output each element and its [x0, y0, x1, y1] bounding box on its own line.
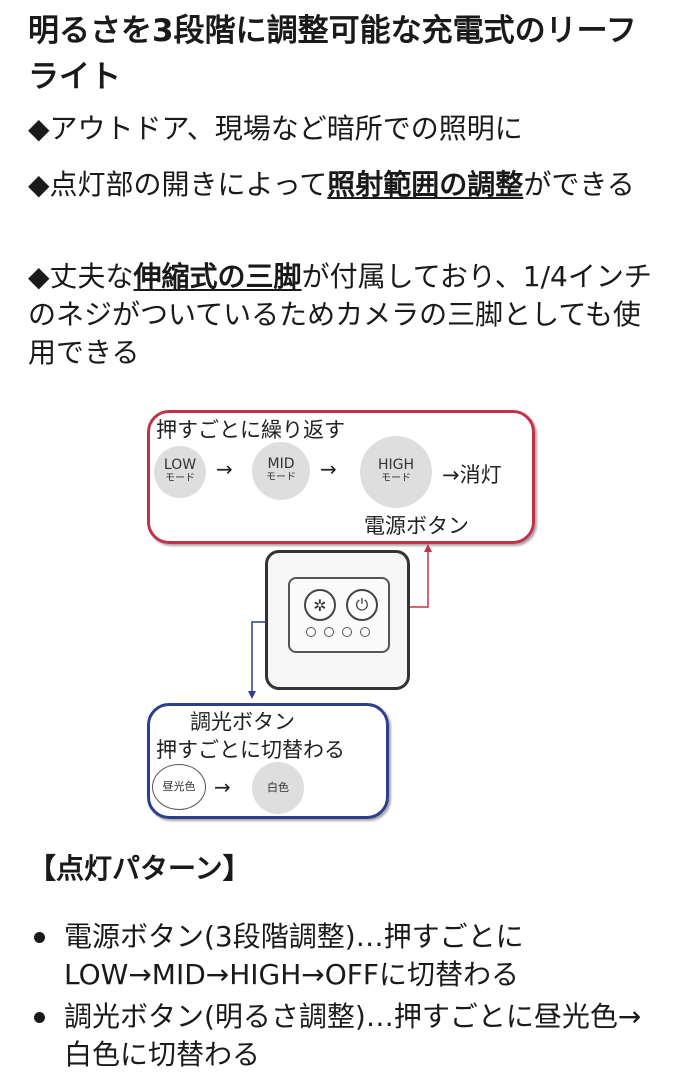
power-button-label: 電源ボタン: [364, 514, 469, 538]
feature-text: ◆アウトドア、現場など暗所での照明に: [28, 112, 523, 145]
dimmer-button-label: 調光ボタン: [190, 710, 295, 734]
color-white-label: 白色: [267, 781, 289, 794]
arrow: →: [320, 457, 337, 481]
power-button-box: [147, 410, 535, 544]
dimmer-button-box: [147, 703, 389, 819]
mode-low: LOW モード: [154, 446, 206, 498]
mode-low-sub: モード: [165, 473, 195, 484]
color-daylight-label: 昼光色: [162, 780, 196, 793]
sun-icon: ✲: [304, 589, 336, 621]
dimmer-caption: 押すごとに切替わる: [156, 738, 345, 762]
arrow: →: [214, 775, 231, 799]
mode-high-label: HIGH: [377, 457, 415, 473]
indicator-dot: [360, 627, 370, 637]
color-daylight: 昼光色: [152, 764, 206, 810]
bullet-icon: [34, 1012, 45, 1023]
list-item-text: 調光ボタン(明るさ調整)…押すごとに昼光色→白色に切替わる: [64, 1000, 642, 1071]
feature-text: が付属しており、1/4インチのネジがついているためカメラの三脚としても使用できる: [28, 260, 652, 369]
indicator-dot: [324, 627, 334, 637]
power-caption: 押すごとに繰り返す: [156, 418, 345, 442]
arrow: →: [216, 457, 233, 481]
power-icon: ⏻: [346, 589, 378, 621]
mode-high: HIGH モード: [360, 436, 432, 508]
mode-low-label: LOW: [163, 457, 197, 473]
power-arrowhead: [424, 544, 432, 552]
dimmer-arrowhead: [248, 691, 256, 699]
indicator-dot: [306, 627, 316, 637]
indicator-dots: [306, 627, 370, 637]
feature-outdoor: ◆アウトドア、現場など暗所での照明に: [28, 110, 658, 148]
mode-mid-sub: モード: [266, 472, 296, 483]
indicator-dot: [342, 627, 352, 637]
list-item-text: 電源ボタン(3段階調整)…押すごとにLOW→MID→HIGH→OFFに切替わる: [64, 920, 524, 991]
pattern-list: 電源ボタン(3段階調整)…押すごとにLOW→MID→HIGH→OFFに切替わる …: [28, 918, 658, 1078]
feature-highlight: 照射範囲の調整: [327, 168, 524, 201]
bullet-icon: [34, 932, 45, 943]
list-item: 電源ボタン(3段階調整)…押すごとにLOW→MID→HIGH→OFFに切替わる: [28, 918, 658, 994]
power-end: →消灯: [442, 463, 502, 487]
button-diagram: 押すごとに繰り返す LOW モード → MID モード → HIGH モード →…: [0, 400, 676, 830]
button-panel: ✲ ⏻: [288, 577, 390, 653]
feature-text: ◆丈夫な: [28, 260, 134, 293]
light-control-panel: ✲ ⏻: [265, 550, 410, 690]
mode-high-sub: モード: [381, 473, 411, 484]
feature-text: ◆点灯部の開きによって: [28, 168, 328, 201]
pattern-heading: 【点灯パターン】: [28, 852, 251, 885]
feature-range: ◆点灯部の開きによって照射範囲の調整ができる: [28, 166, 658, 204]
feature-text: ができる: [523, 168, 635, 201]
list-item: 調光ボタン(明るさ調整)…押すごとに昼光色→白色に切替わる: [28, 998, 658, 1074]
color-white: 白色: [252, 762, 304, 814]
page-title: 明るさを3段階に調整可能な充電式のリーフライト: [28, 13, 637, 95]
mode-mid: MID モード: [252, 442, 310, 500]
mode-mid-label: MID: [267, 456, 295, 472]
feature-tripod: ◆丈夫な伸縮式の三脚が付属しており、1/4インチのネジがついているためカメラの三…: [28, 258, 658, 372]
feature-highlight: 伸縮式の三脚: [133, 260, 302, 293]
